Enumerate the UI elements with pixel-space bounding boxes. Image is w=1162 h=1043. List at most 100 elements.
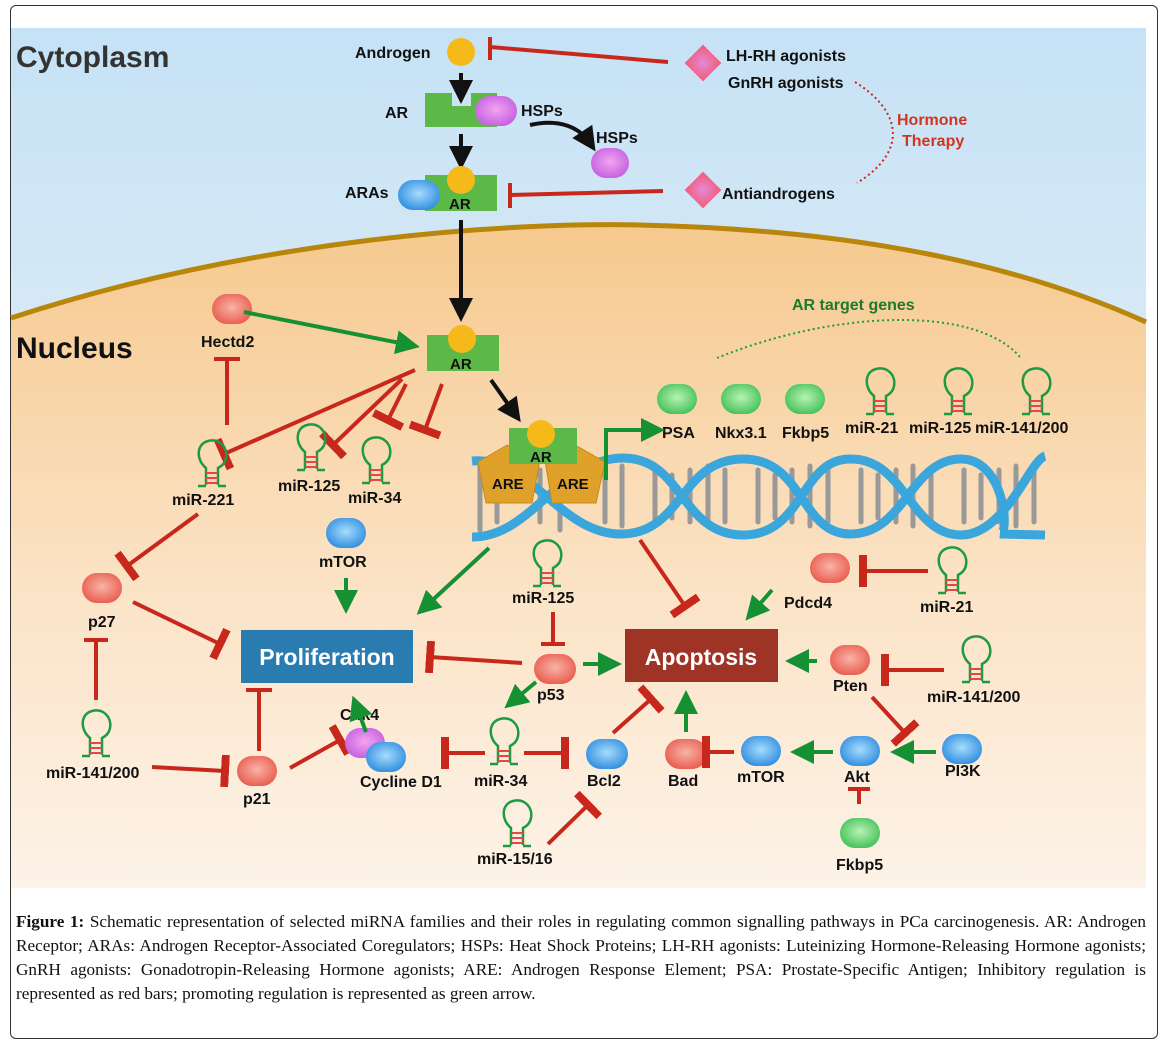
ar-to-are-arrow xyxy=(489,378,521,423)
lhrh-label: LH-RH agonists xyxy=(726,48,846,65)
androgen-label: Androgen xyxy=(355,45,431,62)
lhrh-inhibit-line xyxy=(489,45,669,64)
proliferation-label: Proliferation xyxy=(259,644,394,670)
hormone-therapy-label-1: Hormone xyxy=(897,112,967,129)
p53-inhibits-proliferation xyxy=(424,640,523,674)
proliferation-box xyxy=(241,630,413,683)
p21-inhibits-cdk4 xyxy=(289,724,352,770)
fkbp5-target-node xyxy=(785,384,825,414)
pdcd4-label: Pdcd4 xyxy=(784,595,832,612)
mir141-target-label: miR-141/200 xyxy=(975,420,1068,437)
bad-node xyxy=(665,739,707,769)
nkx-label: Nkx3.1 xyxy=(715,425,767,442)
hsps-bound-node xyxy=(475,96,517,126)
mir125-b-hairpin-icon xyxy=(532,539,563,588)
ar-inhibits-mir221 xyxy=(213,368,416,471)
pi3k-label: PI3K xyxy=(945,763,981,780)
ar-inhibits-mir34 xyxy=(371,383,408,431)
p27-label: p27 xyxy=(88,614,116,631)
androgen-nuclear xyxy=(448,325,476,353)
mir34-b-label: miR-34 xyxy=(474,773,527,790)
nkx-node xyxy=(721,384,761,414)
target-genes-bracket xyxy=(716,318,1021,359)
hectd2-promotes-ar-arrow xyxy=(243,310,420,355)
androgen-bound xyxy=(447,166,475,194)
p27-inhibits-proliferation xyxy=(132,600,231,661)
p53-label: p53 xyxy=(537,687,565,704)
mir125-b-label: miR-125 xyxy=(512,590,574,607)
mir125-target-label: miR-125 xyxy=(909,420,971,437)
p53-node xyxy=(534,654,576,684)
bcl2-inhibits-apoptosis xyxy=(611,684,665,735)
are-left-label: ARE xyxy=(492,476,524,493)
ar-bound-label: AR xyxy=(449,196,471,213)
ar-nuclear-label: AR xyxy=(450,356,472,373)
nuclear-membrane xyxy=(10,222,1148,325)
mir141-left-hairpin-icon xyxy=(81,709,112,758)
p53-promotes-mir34 xyxy=(504,680,538,709)
pten-label: Pten xyxy=(833,678,868,695)
cyclin-promotes-proliferation xyxy=(349,695,373,733)
fkbp5-target-label: Fkbp5 xyxy=(782,425,829,442)
pten-inhibits-akt xyxy=(870,695,920,747)
mir21-target-hairpin-icon xyxy=(865,367,896,416)
mir221-hairpin-icon xyxy=(197,439,228,488)
caption-text: Schematic representation of selected miR… xyxy=(16,912,1146,1003)
antiandrogen-inhibit-line xyxy=(509,189,664,197)
mtor-top-label: mTOR xyxy=(319,554,367,571)
mir221-label: miR-221 xyxy=(172,492,234,509)
bad-label: Bad xyxy=(668,773,698,790)
antiandrogens-label: Antiandrogens xyxy=(722,186,835,203)
pdcd4-node xyxy=(810,553,850,583)
ar-promotes-proliferation xyxy=(416,546,491,615)
lhrh-diamond xyxy=(684,44,722,82)
androgen-node xyxy=(447,38,475,66)
pi3k-node xyxy=(942,734,982,764)
caption-label: Figure 1: xyxy=(16,912,85,931)
bcl2-label: Bcl2 xyxy=(587,773,621,790)
hormone-therapy-label-2: Therapy xyxy=(902,133,964,150)
antiandrogen-diamond xyxy=(684,171,722,209)
p21-node xyxy=(237,756,277,786)
mir141-right-label: miR-141/200 xyxy=(927,689,1020,706)
mir125-hairpin-icon xyxy=(296,423,327,472)
mir141-right-hairpin-icon xyxy=(961,635,992,684)
mir1516-inhibits-bcl2 xyxy=(546,790,603,846)
mir125-a-label: miR-125 xyxy=(278,478,340,495)
mir21-target-label: miR-21 xyxy=(845,420,898,437)
mir1516-label: miR-15/16 xyxy=(477,851,553,868)
cyclin-d1-node xyxy=(366,742,406,772)
hectd2-label: Hectd2 xyxy=(201,334,254,351)
figure-caption: Figure 1: Schematic representation of se… xyxy=(16,910,1146,1006)
mtor-bottom-label: mTOR xyxy=(737,769,785,786)
mir141-target-hairpin-icon xyxy=(1021,367,1052,416)
p21-label: p21 xyxy=(243,791,271,808)
mir21-b-label: miR-21 xyxy=(920,599,973,616)
mir34-hairpin-icon xyxy=(361,436,392,485)
ar-target-genes-title: AR target genes xyxy=(792,297,915,314)
psa-node xyxy=(657,384,697,414)
ar-unbound-label: AR xyxy=(385,105,409,122)
ar-dna-label: AR xyxy=(530,449,552,466)
mtor-bottom-node xyxy=(741,736,781,766)
mir21-b-hairpin-icon xyxy=(937,546,968,595)
mir125-target-hairpin-icon xyxy=(943,367,974,416)
mir141-inhibits-p21 xyxy=(151,754,230,788)
hormone-therapy-bracket xyxy=(854,81,894,184)
pdcd4-promotes-apoptosis xyxy=(745,588,774,621)
hsps-free-label: HSPs xyxy=(596,130,638,147)
akt-node xyxy=(840,736,880,766)
ar-inhibits-apoptosis xyxy=(638,538,701,619)
nucleus-label: Nucleus xyxy=(16,332,133,365)
fkbp5-bottom-node xyxy=(840,818,880,848)
gnrh-label: GnRH agonists xyxy=(728,75,844,92)
p27-node xyxy=(82,573,122,603)
ar-inhibits-mir34-b xyxy=(408,383,444,440)
ar-inhibits-mir125 xyxy=(319,377,404,460)
mir34-a-label: miR-34 xyxy=(348,490,401,507)
aras-label: ARAs xyxy=(345,185,389,202)
are-right-label: ARE xyxy=(557,476,589,493)
bcl2-node xyxy=(586,739,628,769)
apoptosis-label: Apoptosis xyxy=(645,644,757,670)
